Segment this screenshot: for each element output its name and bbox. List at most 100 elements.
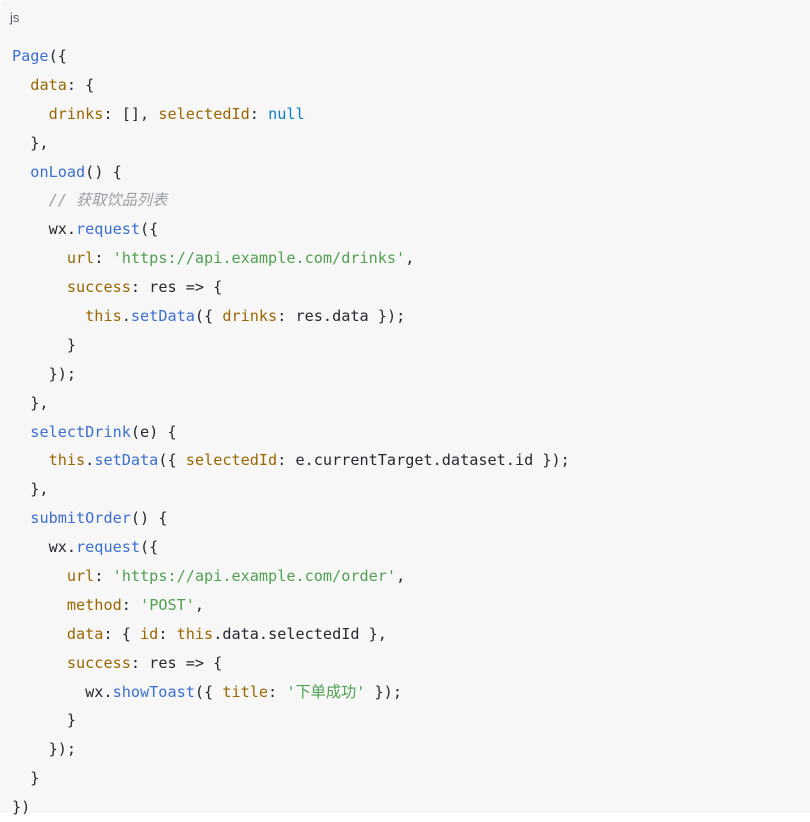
code-token-plain: }, — [12, 480, 49, 499]
code-token-function: selectDrink — [30, 422, 131, 441]
code-line: wx.request({ — [12, 215, 570, 244]
code-line: Page({ — [12, 42, 570, 71]
code-token-plain: }); — [12, 740, 77, 759]
code-token-plain: , — [194, 595, 205, 614]
code-token-plain: }); — [12, 364, 77, 383]
code-token-function: submitOrder — [30, 509, 131, 528]
code-token-plain: }) — [12, 798, 31, 817]
code-token-function: request — [76, 538, 141, 557]
code-token-plain: } — [12, 769, 40, 788]
code-token-plain: }, — [12, 393, 49, 412]
code-token-property: url — [66, 567, 95, 586]
code-token-property: this — [176, 624, 214, 643]
code-token-plain: } — [12, 335, 77, 354]
code-token-plain — [12, 625, 67, 643]
code-token-plain — [12, 567, 67, 585]
code-line: data: { — [12, 71, 570, 100]
code-line: }); — [12, 360, 570, 389]
code-line: onLoad() { — [12, 158, 570, 187]
code-token-plain: : — [94, 567, 113, 586]
code-token-plain: }, — [12, 133, 49, 152]
code-line: }); — [12, 735, 570, 764]
code-token-plain — [12, 596, 67, 614]
code-line: drinks: [], selectedId: null — [12, 100, 570, 129]
code-token-function: request — [76, 220, 141, 239]
code-line: success: res => { — [12, 273, 570, 302]
code-token-function: setData — [94, 451, 159, 470]
code-token-plain: wx. — [12, 220, 77, 239]
code-line: data: { id: this.data.selectedId }, — [12, 620, 570, 649]
code-line: }, — [12, 389, 570, 418]
code-token-property: drinks — [48, 104, 104, 123]
code-line: this.setData({ selectedId: e.currentTarg… — [12, 446, 570, 475]
code-token-property: this — [48, 451, 86, 470]
code-token-plain: : e.currentTarget.dataset.id }); — [277, 451, 570, 470]
code-token-property: title — [222, 682, 269, 701]
code-line: wx.request({ — [12, 533, 570, 562]
code-token-property: data — [66, 624, 104, 643]
code-token-plain: . — [121, 307, 131, 326]
code-token-plain: : — [268, 682, 287, 701]
code-token-comment: // 获取饮品列表 — [48, 191, 168, 210]
code-token-literal: null — [268, 104, 305, 123]
code-token-function: showToast — [112, 682, 195, 701]
code-line: } — [12, 331, 570, 360]
code-token-plain: wx. — [12, 538, 77, 557]
code-token-string: 'POST' — [140, 595, 195, 614]
code-token-plain — [12, 105, 49, 123]
code-token-plain: ({ — [48, 47, 67, 65]
code-token-plain: () { — [130, 509, 168, 528]
code-token-plain — [12, 278, 67, 296]
code-token-property: url — [66, 249, 95, 268]
code-token-plain: () { — [85, 162, 122, 181]
code-token-property: method — [66, 595, 122, 614]
code-token-property: id — [140, 624, 159, 643]
code-token-plain: (e) { — [130, 422, 177, 441]
code-line: }, — [12, 475, 570, 504]
code-content[interactable]: Page({ data: { drinks: [], selectedId: n… — [12, 42, 570, 822]
code-line: }, — [12, 129, 570, 158]
code-token-plain: . — [85, 451, 95, 470]
code-line: selectDrink(e) { — [12, 418, 570, 447]
code-line: url: 'https://api.example.com/order', — [12, 562, 570, 591]
code-line: url: 'https://api.example.com/drinks', — [12, 244, 570, 273]
code-token-plain — [12, 163, 30, 181]
code-token-plain — [12, 249, 67, 267]
code-line: submitOrder() { — [12, 504, 570, 533]
code-token-plain: ({ — [194, 307, 223, 326]
code-token-plain: }); — [365, 682, 402, 701]
code-token-plain — [12, 654, 67, 672]
code-token-plain — [12, 451, 49, 469]
code-token-plain: : res => { — [130, 653, 223, 672]
code-token-function: setData — [130, 307, 195, 326]
code-token-plain: : [], — [103, 104, 159, 123]
code-line: method: 'POST', — [12, 591, 570, 620]
code-line: } — [12, 706, 570, 735]
code-language-label: js — [10, 10, 20, 25]
code-token-plain: : { — [103, 624, 141, 643]
code-token-plain: : res => { — [130, 278, 223, 297]
code-token-property: success — [66, 653, 131, 672]
code-token-string: '下单成功' — [286, 682, 366, 701]
code-token-plain — [12, 76, 30, 94]
code-token-plain: ({ — [140, 538, 159, 557]
code-token-plain — [12, 509, 30, 527]
code-line: // 获取饮品列表 — [12, 186, 570, 215]
code-token-plain — [12, 307, 85, 325]
code-token-plain: ({ — [158, 451, 186, 470]
code-token-plain: : { — [66, 75, 95, 94]
code-token-plain: , — [405, 249, 415, 268]
code-token-property: this — [85, 307, 122, 326]
code-line: wx.showToast({ title: '下单成功' }); — [12, 678, 570, 707]
code-token-plain: ({ — [194, 682, 223, 701]
code-token-plain: .data.selectedId }, — [213, 624, 387, 643]
code-token-property: success — [66, 278, 131, 297]
code-token-function: onLoad — [30, 162, 86, 181]
code-token-plain — [12, 191, 49, 209]
code-token-property: drinks — [222, 307, 278, 326]
code-token-plain: } — [12, 711, 77, 730]
code-token-property: selectedId — [158, 104, 250, 123]
code-token-plain: : — [249, 104, 269, 123]
code-line: }) — [12, 793, 570, 822]
